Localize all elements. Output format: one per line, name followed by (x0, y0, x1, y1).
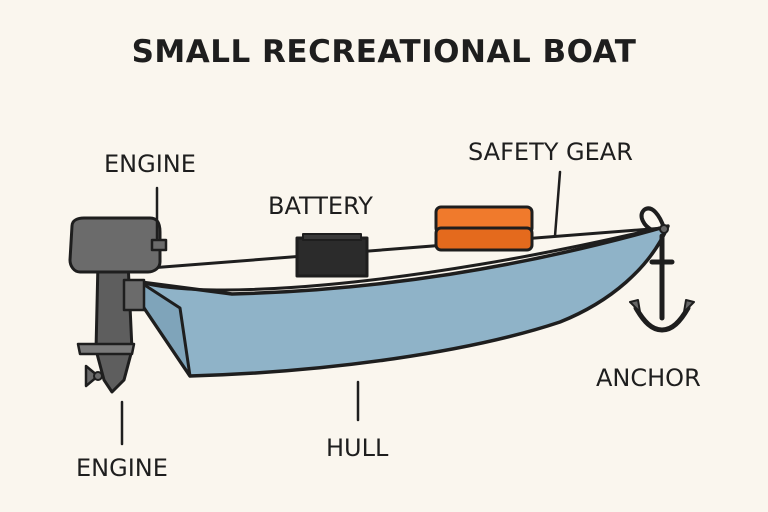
label-safety-gear: SAFETY GEAR (468, 138, 633, 166)
label-anchor: ANCHOR (596, 364, 701, 392)
label-battery: BATTERY (268, 192, 373, 220)
label-engine-top: ENGINE (104, 150, 196, 178)
outboard-engine (68, 216, 168, 394)
battery-box (295, 233, 369, 278)
diagram-title: SMALL RECREATIONAL BOAT (132, 34, 637, 70)
gunwale-line (148, 226, 666, 270)
leader-safety-gear (553, 170, 562, 238)
safety-gear-cushion (434, 205, 534, 252)
hull (130, 224, 670, 378)
label-hull: HULL (326, 434, 389, 462)
label-engine-bottom: ENGINE (76, 454, 168, 482)
anchor-icon (629, 206, 695, 333)
